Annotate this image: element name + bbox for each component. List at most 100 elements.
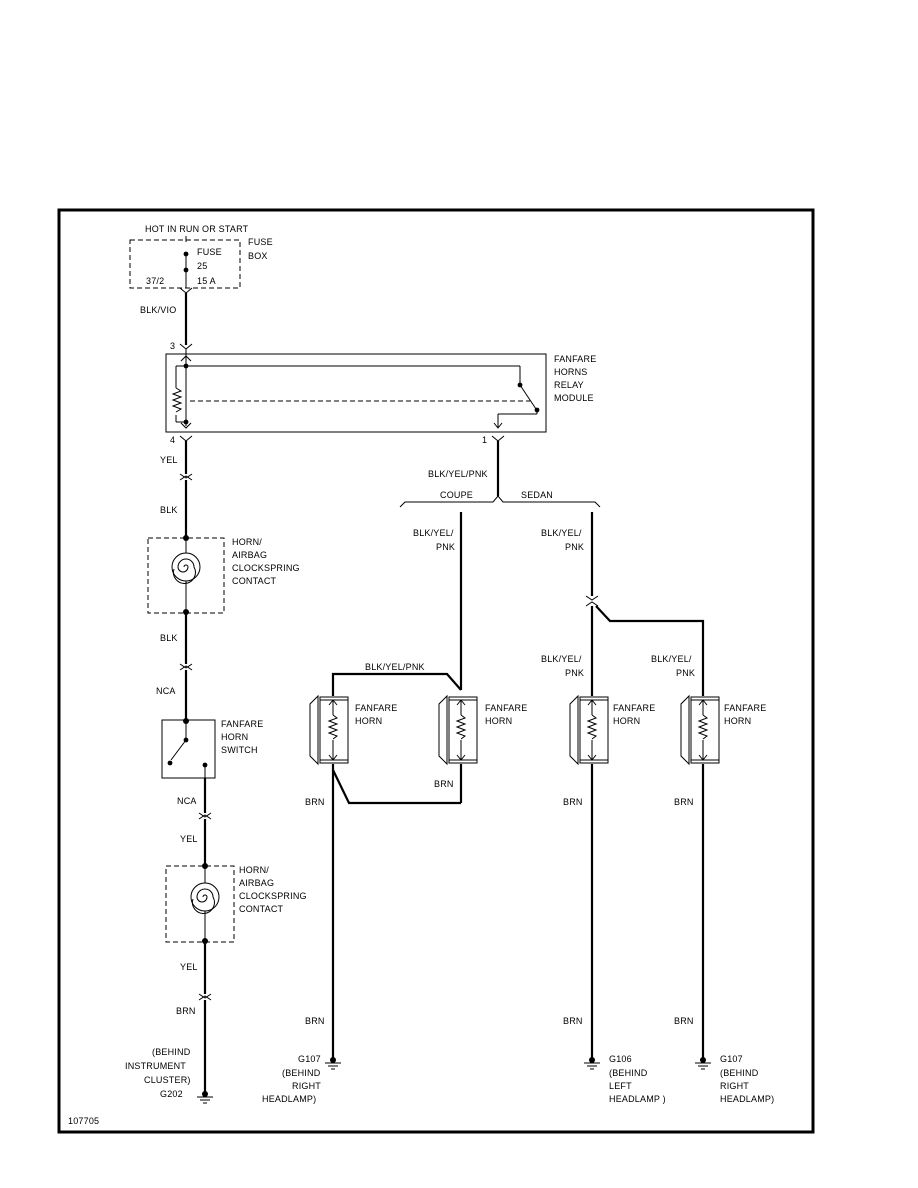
relay-label-line2: HORNS [554,367,588,377]
sedan-horn-1-label-line1: FANFARE [613,703,655,713]
clockspring-lower-label-line2: AIRBAG [239,878,274,888]
wire-label-sedan-right-line2: PNK [676,668,695,678]
relay-coil-icon [171,387,183,413]
variant-label-coupe: COUPE [440,490,473,500]
ground-g107-sedan-line1: (BEHIND [720,1068,759,1078]
wire-label-sedan-feed-line2: PNK [565,542,584,552]
ground-g202-line1: (BEHIND [152,1047,191,1057]
fuse-box-connector-icon [179,287,193,294]
wire-coupe-horn-ground-jumper [332,769,461,805]
figure-id: 107705 [68,1116,99,1126]
coupe-horn-2-coil-icon [455,714,467,740]
horn-switch-contact-icon [170,739,187,761]
wire-label-sedan-left-ground: BRN [563,1016,583,1026]
wire-label-fuse-to-relay: BLK/VIO [140,305,176,315]
wire-label-to-clockspring-upper: BLK [160,505,178,515]
wire-label-coupe-feed-line2: PNK [436,542,455,552]
inline-connector-1-icon [179,473,193,481]
clockspring-upper-label-line1: HORN/ [232,537,262,547]
sedan-horn-2-label-line1: FANFARE [724,703,766,713]
ground-g107-sedan-line3: HEADLAMP) [720,1094,774,1104]
clockspring-upper-label-line2: AIRBAG [232,550,267,560]
wire-label-relay-pin4: YEL [160,455,178,465]
ground-g106-line3: HEADLAMP ) [609,1094,666,1104]
ground-g202-icon [197,1091,213,1104]
clockspring-lower [165,865,235,943]
fuse-rating: 15 A [197,276,216,286]
wire-label-relay-out: BLK/YEL/PNK [428,469,488,479]
coupe-horn-2 [438,694,478,766]
ground-g107-coupe-icon [325,1057,341,1070]
sedan-horn-1-label-line2: HORN [613,716,640,726]
clockspring-lower-label-line3: CLOCKSPRING [239,891,307,901]
coupe-horn-1-label-line1: FANFARE [355,703,397,713]
wire-label-to-switch: NCA [156,686,176,696]
ground-g106-id: G106 [609,1054,632,1064]
sedan-horn-2 [680,694,720,766]
clockspring-upper-label-line4: CONTACT [232,576,277,586]
clockspring-upper-label-line3: CLOCKSPRING [232,563,300,573]
horn-switch-label-line3: SWITCH [221,745,258,755]
ground-g107-coupe-line2: RIGHT [292,1081,321,1091]
power-source-label: HOT IN RUN OR START [145,224,249,234]
wire-label-coupe-horn2-out: BRN [434,779,454,789]
inline-connector-2-icon [179,663,193,671]
ground-g107-sedan-line2: RIGHT [720,1081,749,1091]
ground-g106-line2: LEFT [609,1081,632,1091]
coupe-horn-1-coil-icon [327,714,339,740]
relay-pin-4: 4 [170,435,175,445]
fanfare-horn-switch [161,719,216,779]
wire-label-clockspring-upper-out: BLK [160,633,178,643]
wire-label-switch-out: NCA [177,796,197,806]
diagram-frame [57,208,815,1134]
variant-label-sedan: SEDAN [521,490,553,500]
wire-label-coupe-ground: BRN [305,1016,325,1026]
relay-label-line4: MODULE [554,393,594,403]
relay-label-line3: RELAY [554,380,584,390]
fuse-label-line1: FUSE [197,247,222,257]
relay-pin-3: 3 [170,341,175,351]
relay-label-line1: FANFARE [554,354,596,364]
coupe-horn-2-label-line2: HORN [485,716,512,726]
wire-label-sedan-right-ground: BRN [674,1016,694,1026]
inline-connector-4-icon [198,993,212,1001]
fuse-box-label-line1: FUSE [248,237,273,247]
fuse-box-connector-id: 37/2 [146,276,164,286]
relay-pin-1: 1 [482,435,487,445]
fuse-label-line2: 25 [197,261,207,271]
inline-connector-sedan-icon [585,595,599,607]
ground-g202-line2: INSTRUMENT [125,1061,186,1071]
sedan-horn-1-coil-icon [586,714,598,740]
ground-g107-sedan-icon [695,1057,711,1070]
wire-label-to-clockspring-lower: YEL [180,834,198,844]
sedan-horn-1 [569,694,609,766]
wire-label-sedan-feed-line1: BLK/YEL/ [541,528,582,538]
sedan-horn-2-label-line2: HORN [724,716,751,726]
wire-label-sedan-horn1-out: BRN [563,797,583,807]
sedan-horn-2-coil-icon [697,714,709,740]
wire-label-sedan-left-line2: PNK [565,668,584,678]
wire-sedan-right-branch [595,605,705,696]
wire-label-clockspring-lower-out: YEL [180,962,198,972]
coupe-horn-1 [309,694,349,766]
relay-contact-icon [519,384,537,410]
wire-label-coupe-jumper: BLK/YEL/PNK [365,662,425,672]
relay-pin1-connector-icon [491,435,505,442]
wire-label-sedan-horn2-out: BRN [674,797,694,807]
ground-g106-line1: (BEHIND [609,1068,648,1078]
inline-connector-3-icon [198,812,212,820]
wire-label-sedan-right-line1: BLK/YEL/ [651,654,692,664]
horn-switch-label-line1: FANFARE [221,719,263,729]
horn-switch-label-line2: HORN [221,732,248,742]
clockspring-lower-label-line4: CONTACT [239,904,284,914]
wire-label-coupe-feed-line1: BLK/YEL/ [413,528,454,538]
clockspring-lower-label-line1: HORN/ [239,865,269,875]
ground-g107-coupe-line1: (BEHIND [282,1068,321,1078]
relay-pin4-connector-icon [179,435,193,442]
coupe-horn-1-label-line2: HORN [355,716,382,726]
relay-module [165,353,547,433]
fuse-box-label-line2: BOX [248,251,268,261]
ground-g106-icon [584,1057,600,1070]
ground-g202-id: G202 [160,1089,183,1099]
